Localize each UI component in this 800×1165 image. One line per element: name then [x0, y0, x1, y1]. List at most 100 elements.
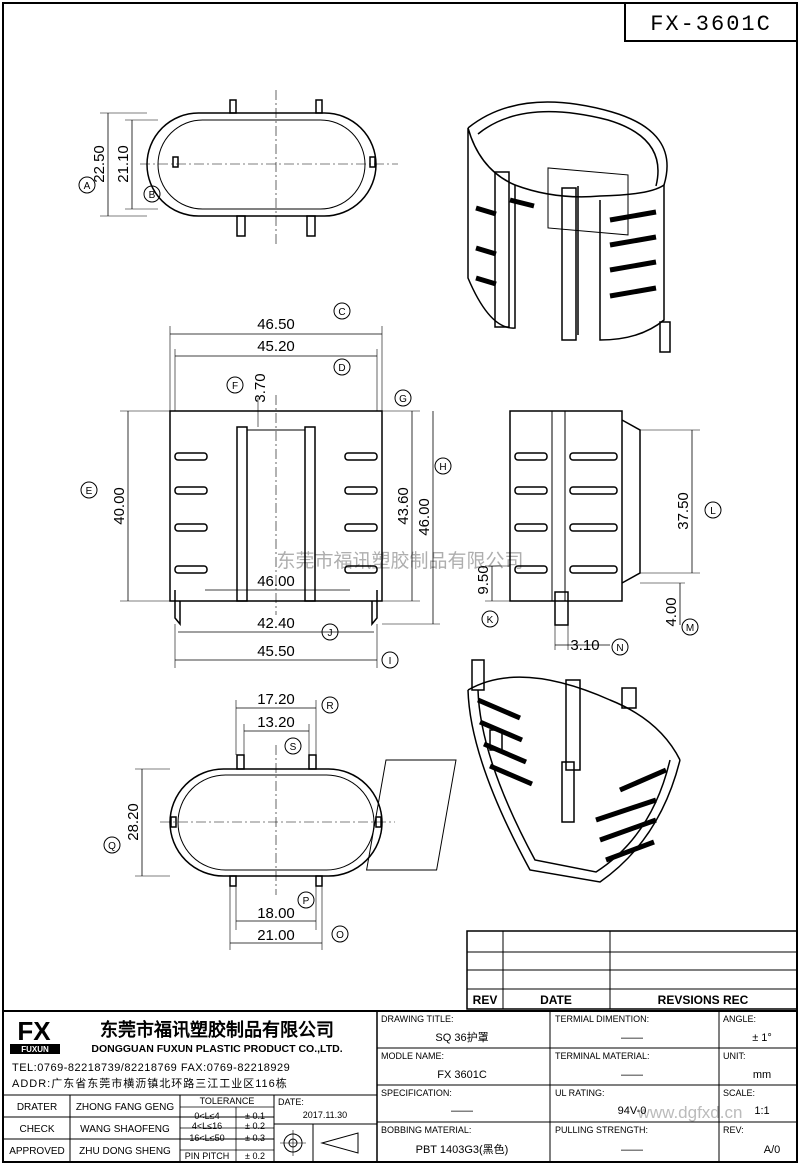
- label-p: P: [297, 891, 315, 909]
- tolerance-title: TOLERANCE: [200, 1096, 255, 1106]
- dim-i: 45.50: [257, 643, 295, 660]
- terminal-dim-label: TERMIAL DIMENTION:: [555, 1014, 649, 1024]
- svg-text:O: O: [336, 930, 344, 941]
- rev-value: A/0: [764, 1144, 781, 1156]
- terminal-mat-label: TERMINAL MATERIAL:: [555, 1051, 650, 1061]
- pull-label: PULLING STRENGTH:: [555, 1125, 648, 1135]
- svg-text:M: M: [686, 623, 694, 634]
- dim-q: 28.20: [125, 803, 142, 841]
- tolerance-val-4: ± 0.2: [245, 1151, 265, 1161]
- svg-text:J: J: [328, 628, 333, 639]
- dim-j: 42.40: [257, 615, 295, 632]
- tolerance-val-3: ± 0.3: [245, 1133, 265, 1143]
- scale-label: SCALE:: [723, 1088, 755, 1098]
- label-q: Q: [103, 836, 121, 854]
- label-a: A: [78, 176, 96, 194]
- dim-r: 17.20: [257, 691, 295, 708]
- isometric-view-top: [467, 101, 671, 353]
- check-value: WANG SHAOFENG: [80, 1124, 170, 1135]
- material-label: BOBBING MATERIAL:: [381, 1125, 471, 1135]
- svg-text:B: B: [149, 190, 156, 201]
- svg-text:P: P: [303, 896, 310, 907]
- svg-text:D: D: [338, 363, 345, 374]
- spec-label: SPECIFICATION:: [381, 1088, 452, 1098]
- tolerance-range-4: PIN PITCH: [185, 1151, 230, 1161]
- dim-h: 46.00: [416, 498, 433, 536]
- isometric-view-bottom: [366, 659, 681, 883]
- drawing-title-value: SQ 36护罩: [435, 1030, 488, 1044]
- dim-m: 4.00: [663, 597, 680, 626]
- label-c: C: [333, 302, 351, 320]
- label-o: O: [331, 925, 349, 943]
- angle-value: ± 1°: [752, 1032, 772, 1044]
- svg-text:R: R: [326, 701, 333, 712]
- dim-c: 46.50: [257, 316, 295, 333]
- rev-header: REV: [473, 993, 498, 1007]
- scale-value: 1:1: [754, 1105, 769, 1117]
- label-s: S: [284, 737, 302, 755]
- drawing-title-label: DRAWING TITLE:: [381, 1014, 454, 1024]
- terminal-mat-value: ——: [621, 1069, 643, 1081]
- label-d: D: [333, 358, 351, 376]
- date-header: DATE: [540, 993, 572, 1007]
- pull-value: ——: [621, 1144, 643, 1156]
- revision-table: [466, 930, 798, 1010]
- ul-value: 94V-0: [618, 1105, 647, 1117]
- top-view: [100, 90, 398, 245]
- svg-text:L: L: [710, 506, 716, 517]
- dim-k: 9.50: [475, 565, 492, 594]
- drater-value: ZHONG FANG GENG: [76, 1102, 175, 1113]
- tolerance-range-3: 16<L≤50: [189, 1133, 224, 1143]
- dim-a: 22.50: [91, 145, 108, 183]
- label-h: H: [434, 457, 452, 475]
- bottom-view: [135, 700, 395, 950]
- label-b: B: [143, 185, 161, 203]
- svg-text:I: I: [389, 656, 392, 667]
- label-e: E: [80, 481, 98, 499]
- svg-text:H: H: [439, 462, 446, 473]
- projection-symbol-icon: [280, 1130, 359, 1156]
- tolerance-val-1: ± 0.1: [245, 1111, 265, 1121]
- unit-label: UNIT:: [723, 1051, 746, 1061]
- dim-center: 46.00: [257, 573, 295, 590]
- terminal-dim-value: ——: [621, 1032, 643, 1044]
- approved-label: APPROVED: [9, 1146, 65, 1157]
- model-value: FX 3601C: [437, 1069, 487, 1081]
- date-label: DATE:: [278, 1097, 304, 1107]
- dim-s: 13.20: [257, 714, 295, 731]
- svg-text:K: K: [487, 615, 494, 626]
- svg-text:F: F: [232, 381, 238, 392]
- model-label: MODLE NAME:: [381, 1051, 444, 1061]
- svg-text:C: C: [338, 307, 345, 318]
- svg-text:Q: Q: [108, 841, 116, 852]
- side-view: [485, 410, 700, 650]
- dim-e: 40.00: [111, 487, 128, 525]
- svg-text:S: S: [290, 742, 297, 753]
- svg-text:G: G: [399, 394, 407, 405]
- label-l: L: [704, 501, 722, 519]
- label-g: G: [394, 389, 412, 407]
- label-i: I: [381, 651, 399, 669]
- label-m: M: [681, 618, 699, 636]
- company-name-cn: 东莞市福讯塑胶制品有限公司: [100, 1019, 334, 1040]
- dim-g: 43.60: [395, 487, 412, 525]
- label-j: J: [321, 623, 339, 641]
- svg-text:N: N: [616, 643, 623, 654]
- svg-text:E: E: [86, 486, 93, 497]
- dim-o: 21.00: [257, 927, 295, 944]
- dim-p: 18.00: [257, 905, 295, 922]
- revisions-header: REVSIONS REC: [658, 993, 749, 1007]
- website-watermark: www.dgfxd.cn: [637, 1103, 743, 1122]
- date-value: 2017.11.30: [303, 1110, 347, 1120]
- label-n: N: [611, 638, 629, 656]
- front-view: [120, 326, 440, 668]
- title-block-lines: [3, 1010, 797, 1162]
- company-tel: TEL:0769-82218739/82218769 FAX:0769-8221…: [12, 1062, 290, 1074]
- label-r: R: [321, 696, 339, 714]
- dim-n: 3.10: [570, 637, 599, 654]
- material-value: PBT 1403G3(黑色): [416, 1142, 509, 1156]
- tolerance-range-2: 4<L≤16: [192, 1121, 222, 1131]
- label-k: K: [481, 610, 499, 628]
- spec-value: ——: [451, 1105, 473, 1117]
